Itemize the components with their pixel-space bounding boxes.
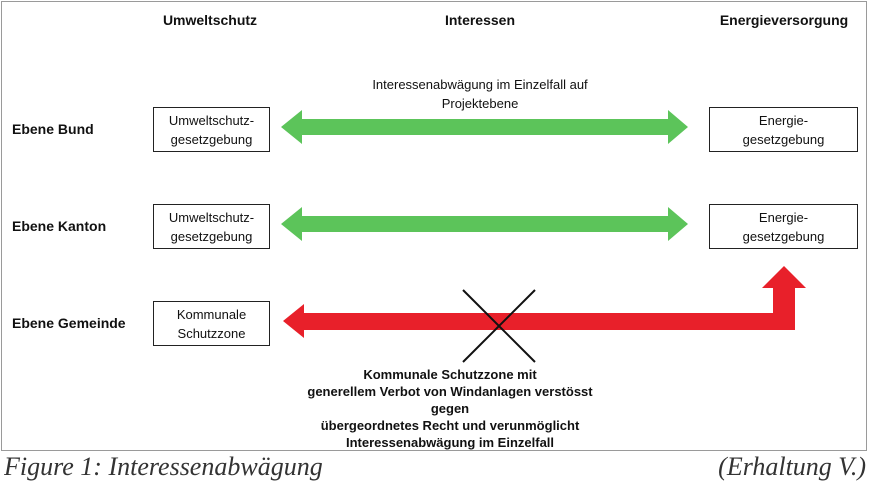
- cross-line-2: [462, 289, 536, 363]
- arrow-kanton: [281, 207, 688, 241]
- header-energieversorgung: Energieversorgung: [719, 12, 849, 28]
- arrow-gemeinde: [283, 266, 806, 338]
- box-energie-kanton: Energie-gesetzgebung: [709, 204, 858, 249]
- note-bottom-line-2: generellem Verbot von Windanlagen verstö…: [307, 384, 593, 416]
- caption-right: (Erhaltung V.): [718, 452, 866, 481]
- box-line: Umweltschutz-: [168, 112, 255, 128]
- box-umweltschutz-kanton: Umweltschutz-gesetzgebung: [153, 204, 270, 249]
- row-label-kanton: Ebene Kanton: [12, 218, 107, 234]
- note-bottom-line-3: übergeordnetes Recht und verunmöglicht: [320, 418, 580, 433]
- arrow-bund: [281, 110, 688, 144]
- diagram-frame: [1, 1, 867, 451]
- row-label-bund: Ebene Bund: [12, 121, 94, 137]
- note-bottom-line-1: Kommunale Schutzzone mit: [363, 367, 537, 382]
- figure-caption: Figure 1: Interessenabwägung (Erhaltung …: [4, 452, 866, 482]
- box-line: Umweltschutz-: [168, 209, 255, 225]
- box-umweltschutz-bund: Umweltschutz-gesetzgebung: [153, 107, 270, 152]
- caption-left: Figure 1: Interessenabwägung: [4, 452, 323, 481]
- note-top-line-2: Projektebene: [441, 96, 519, 111]
- note-verbot: Kommunale Schutzzone mit generellem Verb…: [300, 366, 600, 451]
- box-line: gesetzgebung: [742, 228, 825, 244]
- box-energie-bund: Energie-gesetzgebung: [709, 107, 858, 152]
- header-interessen: Interessen: [444, 12, 516, 28]
- header-umweltschutz: Umweltschutz: [162, 12, 258, 28]
- arrows-layer: [281, 110, 806, 363]
- note-top-line-1: Interessenabwägung im Einzelfall auf: [372, 77, 588, 92]
- box-line: gesetzgebung: [170, 228, 253, 244]
- note-bottom-line-4: Interessenabwägung im Einzelfall: [345, 435, 555, 450]
- box-line: Kommunale: [176, 306, 247, 322]
- note-interessenabwaegung: Interessenabwägung im Einzelfall auf Pro…: [330, 75, 630, 113]
- row-label-gemeinde: Ebene Gemeinde: [12, 315, 126, 331]
- box-line: Schutzzone: [177, 325, 246, 341]
- box-line: gesetzgebung: [170, 131, 253, 147]
- box-line: Energie-: [758, 209, 809, 225]
- box-line: Energie-: [758, 112, 809, 128]
- box-line: gesetzgebung: [742, 131, 825, 147]
